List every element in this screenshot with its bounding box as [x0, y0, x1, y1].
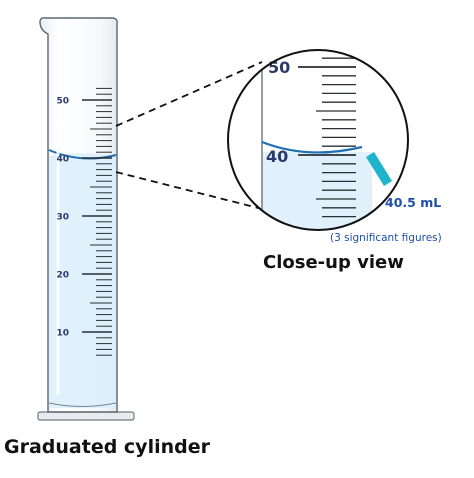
zoom-connector-top: [115, 61, 263, 127]
cylinder-scale-label: 50: [56, 97, 69, 107]
closeup-view: 50 40: [227, 49, 409, 231]
cylinder-scale-labels: 50 40 30 20 10: [56, 97, 69, 339]
graduated-cylinder: 50 40 30 20 10: [37, 17, 135, 421]
cylinder-liquid: [49, 153, 116, 408]
cylinder-scale-label: 10: [56, 329, 69, 339]
cylinder-base: [37, 411, 135, 421]
reading-arrow: [366, 152, 392, 186]
reading-value: 40.5 mL: [385, 195, 441, 210]
cylinder-scale-label: 30: [56, 213, 69, 223]
cylinder-scale-label: 40: [56, 155, 69, 165]
zoom-connector-bottom: [115, 171, 283, 215]
closeup-graduations: [298, 50, 356, 218]
cylinder-caption: Graduated cylinder: [4, 436, 210, 458]
closeup-label-40: 40: [266, 147, 288, 166]
cylinder-scale-label: 20: [56, 271, 69, 281]
significant-figures-note: (3 significant figures): [330, 232, 442, 244]
cylinder-bottom: [48, 402, 117, 407]
closeup-circle-border: [227, 49, 409, 231]
cylinder-graduations: [82, 87, 112, 356]
closeup-label-50: 50: [268, 58, 290, 77]
closeup-meniscus: [261, 140, 363, 154]
closeup-caption: Close-up view: [263, 252, 404, 273]
